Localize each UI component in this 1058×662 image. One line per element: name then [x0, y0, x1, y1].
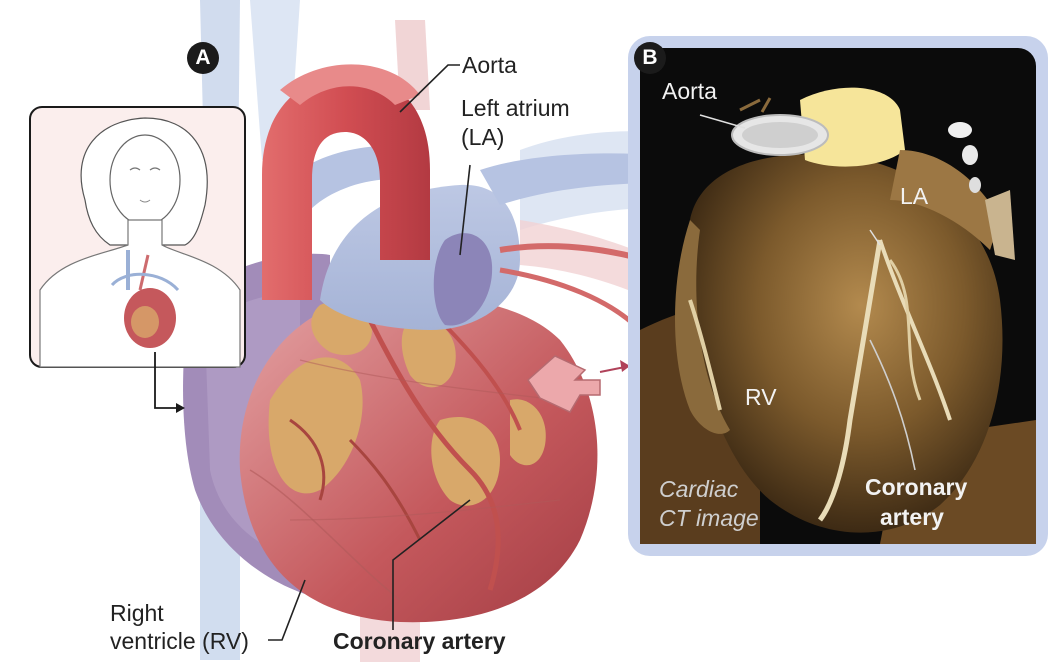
ct-caption-line2: CT image: [659, 505, 759, 532]
ct-coronary-label: Coronary: [865, 474, 967, 501]
ct-la-label: LA: [900, 183, 928, 210]
aorta-label: Aorta: [462, 52, 517, 79]
coronary-artery-label: Coronary artery: [333, 628, 506, 655]
right-ventricle-label: Right: [110, 600, 164, 627]
right-ventricle-abbrev-label: ventricle (RV): [110, 628, 249, 655]
left-atrium-abbrev-label: (LA): [461, 124, 504, 151]
panel-a-badge: A: [187, 42, 219, 74]
ct-rv-label: RV: [745, 384, 777, 411]
person-inset: [30, 107, 245, 413]
left-atrium-label: Left atrium: [461, 95, 570, 122]
panel-b-badge: B: [634, 42, 666, 74]
ct-caption-line1: Cardiac: [659, 476, 738, 503]
ct-artery-label: artery: [880, 504, 944, 531]
ct-aorta-label: Aorta: [662, 78, 717, 105]
